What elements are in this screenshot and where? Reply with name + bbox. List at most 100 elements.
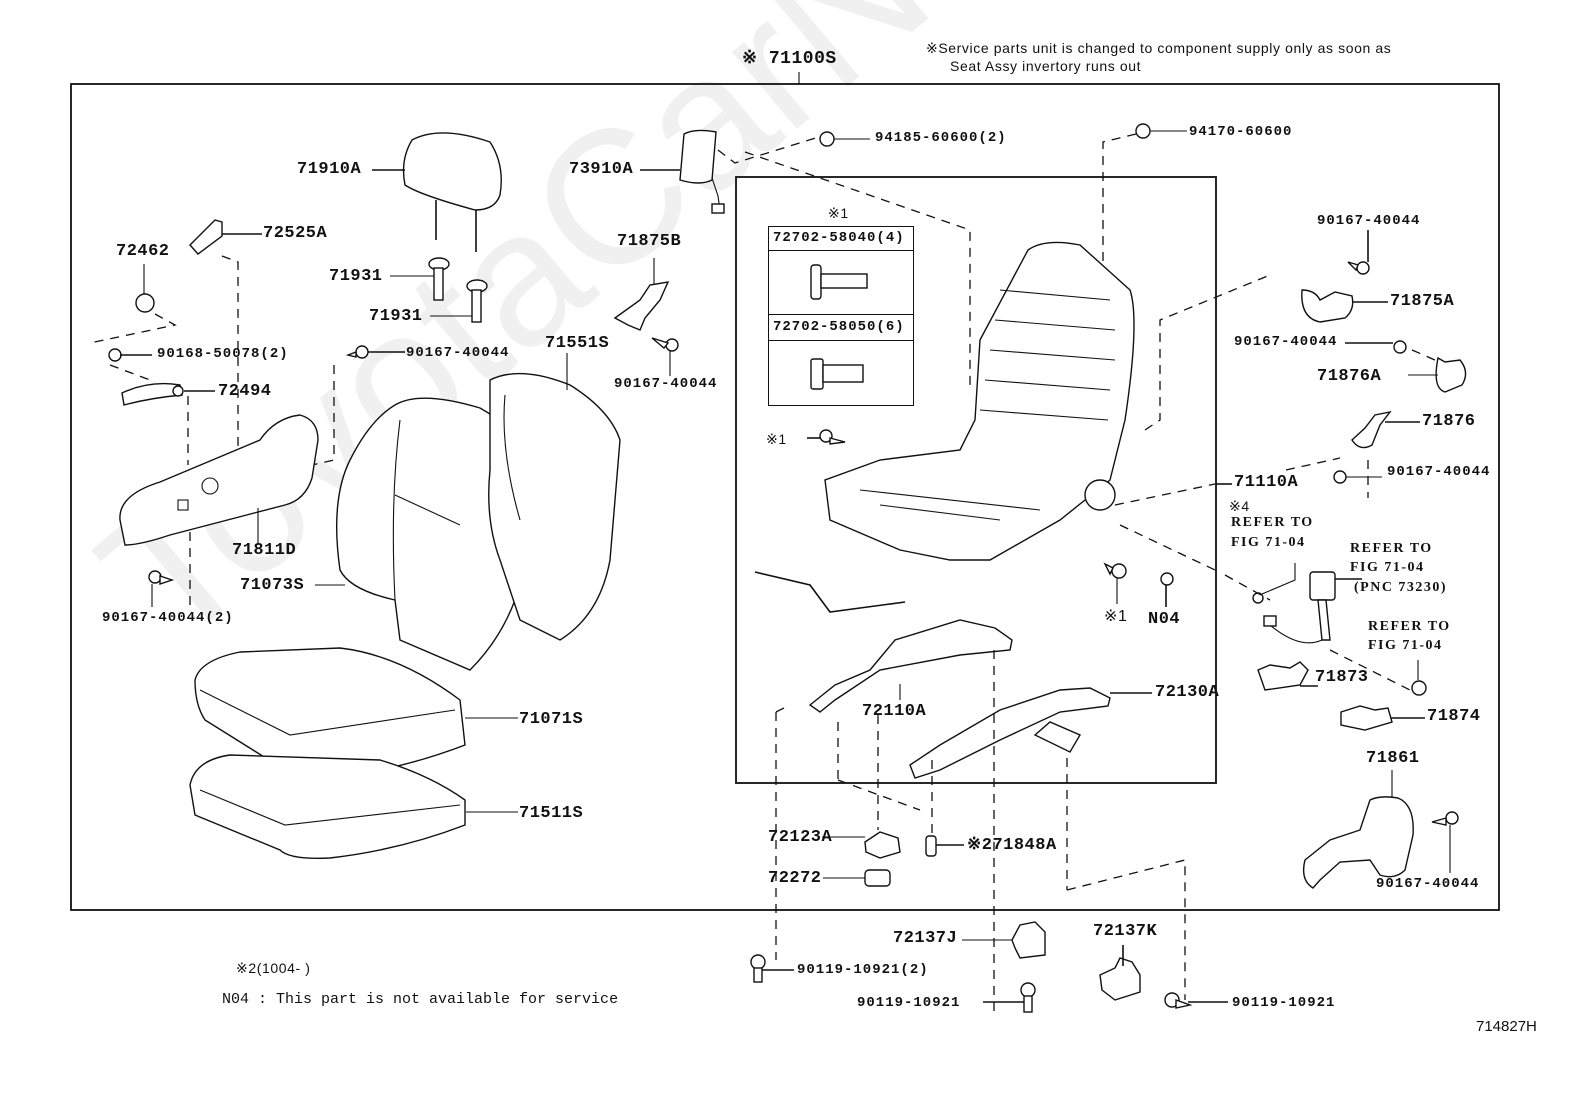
knob-72525A[interactable] bbox=[189, 219, 262, 452]
label-73910A[interactable]: 73910A bbox=[569, 160, 634, 179]
screw-90167-40044-mid[interactable] bbox=[651, 337, 679, 376]
label-90119-10921-left[interactable]: 90119-10921(2) bbox=[797, 962, 929, 978]
refer-1-line2[interactable]: FIG 71-04 bbox=[1231, 535, 1306, 550]
side-airbag-73910A[interactable] bbox=[640, 129, 971, 390]
cushion-pad-71511S[interactable] bbox=[189, 754, 518, 860]
refer-3-line1: REFER TO bbox=[1368, 619, 1451, 634]
cushion-cover-71071S[interactable] bbox=[194, 647, 518, 780]
recliner-cover-71861[interactable] bbox=[1302, 770, 1459, 889]
callout-marker: ※1 bbox=[828, 205, 849, 221]
cap-72462[interactable] bbox=[89, 264, 177, 344]
label-71931-lower[interactable]: 71931 bbox=[369, 307, 423, 326]
label-71874[interactable]: 71874 bbox=[1427, 707, 1481, 726]
nut-N04[interactable] bbox=[1160, 572, 1174, 607]
label-71910A[interactable]: 71910A bbox=[297, 160, 362, 179]
label-72525A[interactable]: 72525A bbox=[263, 224, 328, 243]
label-90119-10921-mid[interactable]: 90119-10921 bbox=[857, 995, 961, 1011]
seatback-cover-71073S[interactable] bbox=[315, 397, 531, 671]
label-90168-50078[interactable]: 90168-50078(2) bbox=[157, 346, 289, 362]
bolt-90119-10921-mid[interactable] bbox=[983, 982, 1036, 1013]
label-71931-upper[interactable]: 71931 bbox=[329, 267, 383, 286]
shield-71811D[interactable] bbox=[119, 414, 319, 610]
label-90167-40044-upper[interactable]: 90167-40044 bbox=[406, 345, 510, 361]
label-94170-60600[interactable]: 94170-60600 bbox=[1189, 124, 1293, 140]
label-72272[interactable]: 72272 bbox=[768, 869, 822, 888]
label-71876[interactable]: 71876 bbox=[1422, 412, 1476, 431]
footnote-mark2: ※2(1004- ) bbox=[236, 960, 311, 976]
label-71848A[interactable]: ※271848A bbox=[967, 836, 1057, 855]
screw-90168-50078[interactable] bbox=[108, 348, 152, 381]
screw-90167-40044-lower[interactable] bbox=[148, 570, 175, 607]
cover-71875A[interactable] bbox=[1301, 230, 1388, 323]
bracket-71876[interactable] bbox=[1285, 410, 1420, 498]
label-71876A[interactable]: 71876A bbox=[1317, 367, 1382, 386]
label-71110A[interactable]: 71110A bbox=[1234, 473, 1299, 492]
label-71875B[interactable]: 71875B bbox=[617, 232, 682, 251]
label-94185-60600[interactable]: 94185-60600(2) bbox=[875, 130, 1007, 146]
label-71073S[interactable]: 71073S bbox=[240, 576, 305, 595]
nut-94185-60600[interactable] bbox=[819, 131, 870, 147]
label-90167-40044-r4[interactable]: 90167-40044 bbox=[1376, 876, 1480, 892]
label-71811D[interactable]: 71811D bbox=[232, 541, 297, 560]
cover-72123A[interactable] bbox=[822, 831, 901, 859]
label-72137J[interactable]: 72137J bbox=[893, 929, 958, 948]
label-71861[interactable]: 71861 bbox=[1366, 749, 1420, 768]
headrest-guide-71931[interactable] bbox=[390, 257, 488, 323]
headrest-71910A[interactable] bbox=[372, 132, 502, 252]
seat-track-72130A[interactable] bbox=[877, 650, 1186, 1015]
refer-3-line2[interactable]: FIG 71-04 bbox=[1368, 638, 1443, 653]
refer-2-line2[interactable]: FIG 71-04 bbox=[1350, 560, 1425, 575]
cover-72137K[interactable] bbox=[1099, 945, 1141, 1001]
label-N04[interactable]: N04 bbox=[1148, 610, 1181, 629]
seatback-pad-71551S[interactable] bbox=[488, 353, 621, 641]
callout-part-1[interactable]: 72702-58040(4) bbox=[773, 230, 905, 246]
clip-72272[interactable] bbox=[823, 869, 891, 887]
seat-track-72110A[interactable] bbox=[775, 619, 1013, 960]
label-72123A[interactable]: 72123A bbox=[768, 828, 833, 847]
seatbelt-buckle[interactable] bbox=[1224, 563, 1411, 691]
label-90167-40044-r2[interactable]: 90167-40044 bbox=[1234, 334, 1338, 350]
bolt-mark1-lower[interactable] bbox=[1103, 562, 1127, 604]
label-72494[interactable]: 72494 bbox=[218, 382, 272, 401]
bracket-71874[interactable] bbox=[1340, 705, 1425, 731]
bolt-90119-10921-left[interactable] bbox=[750, 954, 794, 983]
label-mark1-bolt: ※1 bbox=[766, 431, 787, 447]
cover-71876A[interactable] bbox=[1345, 340, 1467, 393]
label-72130A[interactable]: 72130A bbox=[1155, 683, 1220, 702]
screw-90167-40044-upper[interactable] bbox=[311, 345, 405, 466]
label-71511S[interactable]: 71511S bbox=[519, 804, 584, 823]
pin-71848A[interactable] bbox=[925, 835, 964, 857]
nut-94170-60600[interactable] bbox=[1102, 123, 1187, 300]
label-72137K[interactable]: 72137K bbox=[1093, 922, 1158, 941]
label-90119-10921-right[interactable]: 90119-10921 bbox=[1232, 995, 1336, 1011]
label-72462[interactable]: 72462 bbox=[116, 242, 170, 261]
bolt-90119-10921-right[interactable] bbox=[1164, 992, 1228, 1009]
service-note-line2: Seat Assy invertory runs out bbox=[950, 58, 1142, 74]
label-72110A[interactable]: 72110A bbox=[862, 702, 927, 721]
seat-frame-71110A[interactable] bbox=[824, 241, 1271, 571]
cover-72137J[interactable] bbox=[962, 921, 1046, 959]
label-90167-40044-mid[interactable]: 90167-40044 bbox=[614, 376, 718, 392]
bolt-mark1[interactable] bbox=[807, 429, 846, 445]
refer-2-line1: REFER TO bbox=[1350, 541, 1433, 556]
callout-part-2[interactable]: 72702-58050(6) bbox=[773, 319, 905, 335]
nut-refer-fig[interactable] bbox=[1411, 660, 1427, 696]
bracket-71873[interactable] bbox=[1257, 661, 1318, 691]
refer-1-line1: REFER TO bbox=[1231, 515, 1314, 530]
label-71873[interactable]: 71873 bbox=[1315, 668, 1369, 687]
cover-71875B[interactable] bbox=[613, 258, 670, 331]
frame-subassembly-box bbox=[735, 176, 1217, 784]
figure-id: 714827H bbox=[1476, 1018, 1537, 1035]
label-90167-40044-r1[interactable]: 90167-40044 bbox=[1317, 213, 1421, 229]
label-71875A[interactable]: 71875A bbox=[1390, 292, 1455, 311]
seat-wire bbox=[754, 571, 906, 613]
label-90167-40044-r3[interactable]: 90167-40044 bbox=[1387, 464, 1491, 480]
handle-72494[interactable] bbox=[121, 382, 215, 465]
label-mark4: ※4 bbox=[1229, 498, 1250, 514]
label-71551S[interactable]: 71551S bbox=[545, 334, 610, 353]
refer-2-line3: (PNC 73230) bbox=[1354, 580, 1448, 595]
label-90167-40044-lower[interactable]: 90167-40044(2) bbox=[102, 610, 234, 626]
label-71071S[interactable]: 71071S bbox=[519, 710, 584, 729]
